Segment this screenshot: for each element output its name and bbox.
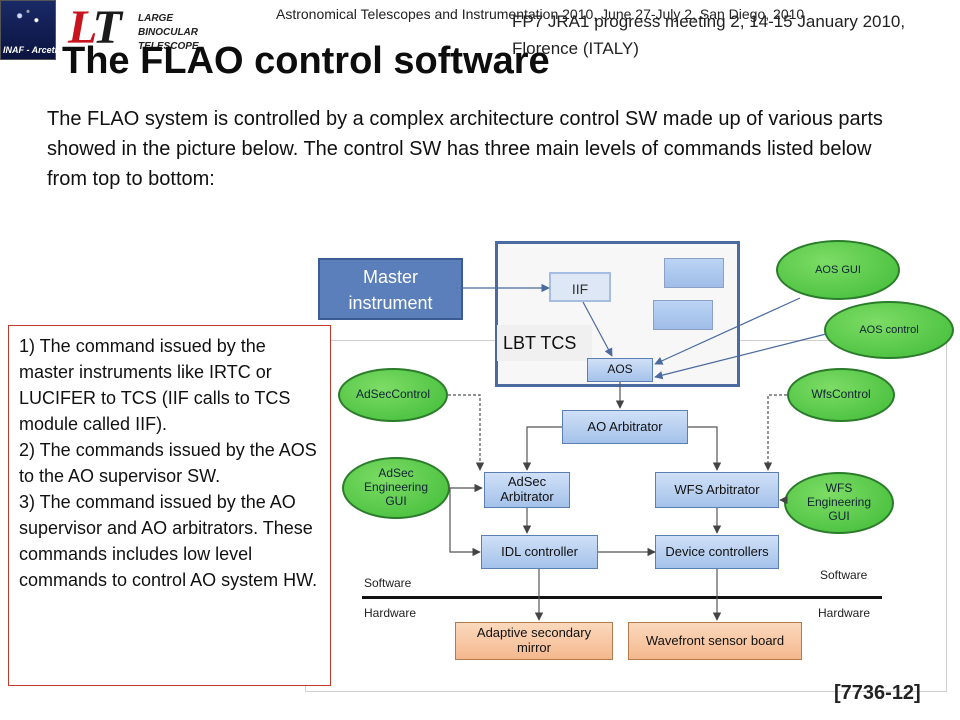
- iif-box: IIF: [549, 272, 611, 302]
- wfs-control-ellipse: WfsControl: [787, 368, 895, 422]
- wavefront-sensor-board-box: Wavefront sensor board: [628, 622, 802, 660]
- software-label-right: Software: [820, 568, 868, 582]
- command-item: 3) The command issued by the AO supervis…: [19, 492, 318, 590]
- paper-reference: [7736-12]: [834, 682, 921, 704]
- lbt-logo-words: LARGE BINOCULAR TELESCOPE: [138, 13, 199, 52]
- idl-controller-box: IDL controller: [481, 535, 598, 569]
- software-label-left: Software: [364, 576, 412, 590]
- commands-list: 1) The command issued by the master inst…: [8, 325, 331, 686]
- aos-box: AOS: [587, 358, 653, 382]
- adsec-engineering-gui-ellipse: AdSec Engineering GUI: [342, 457, 450, 519]
- aos-gui-ellipse: AOS GUI: [776, 240, 900, 300]
- lbt-logo: LT LARGE BINOCULAR TELESCOPE: [64, 1, 199, 60]
- ao-arbitrator-box: AO Arbitrator: [562, 410, 688, 444]
- slide-title: The FLAO control software: [62, 40, 550, 82]
- wfs-arbitrator-box: WFS Arbitrator: [655, 472, 779, 508]
- inaf-logo-text: INAF - Arcetri: [3, 45, 61, 55]
- aos-control-ellipse: AOS control: [824, 301, 954, 359]
- software-hardware-divider: [362, 596, 882, 599]
- master-instrument-box: Master instrument: [318, 258, 463, 320]
- lbt-mark-icon: LT: [68, 1, 122, 54]
- inaf-logo: INAF - Arcetri: [0, 0, 61, 60]
- adaptive-secondary-mirror-box: Adaptive secondary mirror: [455, 622, 613, 660]
- device-controllers-box: Device controllers: [655, 535, 779, 569]
- meeting-line: FP7 JRA1 progress meeting 2, 14-15 Janua…: [512, 12, 906, 58]
- command-item: 2) The commands issued by the AOS to the…: [19, 440, 317, 486]
- tcs-module-box: [653, 300, 713, 330]
- telescope-stars-icon: [7, 7, 49, 29]
- adsec-arbitrator-box: AdSec Arbitrator: [484, 472, 570, 508]
- hardware-label-right: Hardware: [818, 606, 871, 620]
- adsec-control-ellipse: AdSecControl: [338, 368, 448, 422]
- conference-line: Astronomical Telescopes and Instrumentat…: [276, 6, 805, 22]
- hardware-label-left: Hardware: [364, 606, 417, 620]
- tcs-module-box: [664, 258, 724, 288]
- command-item: 1) The command issued by the master inst…: [19, 336, 291, 434]
- lbt-tcs-label: LBT TCS: [497, 325, 592, 361]
- intro-text: The FLAO system is controlled by a compl…: [47, 108, 883, 190]
- wfs-engineering-gui-ellipse: WFS Engineering GUI: [784, 472, 894, 534]
